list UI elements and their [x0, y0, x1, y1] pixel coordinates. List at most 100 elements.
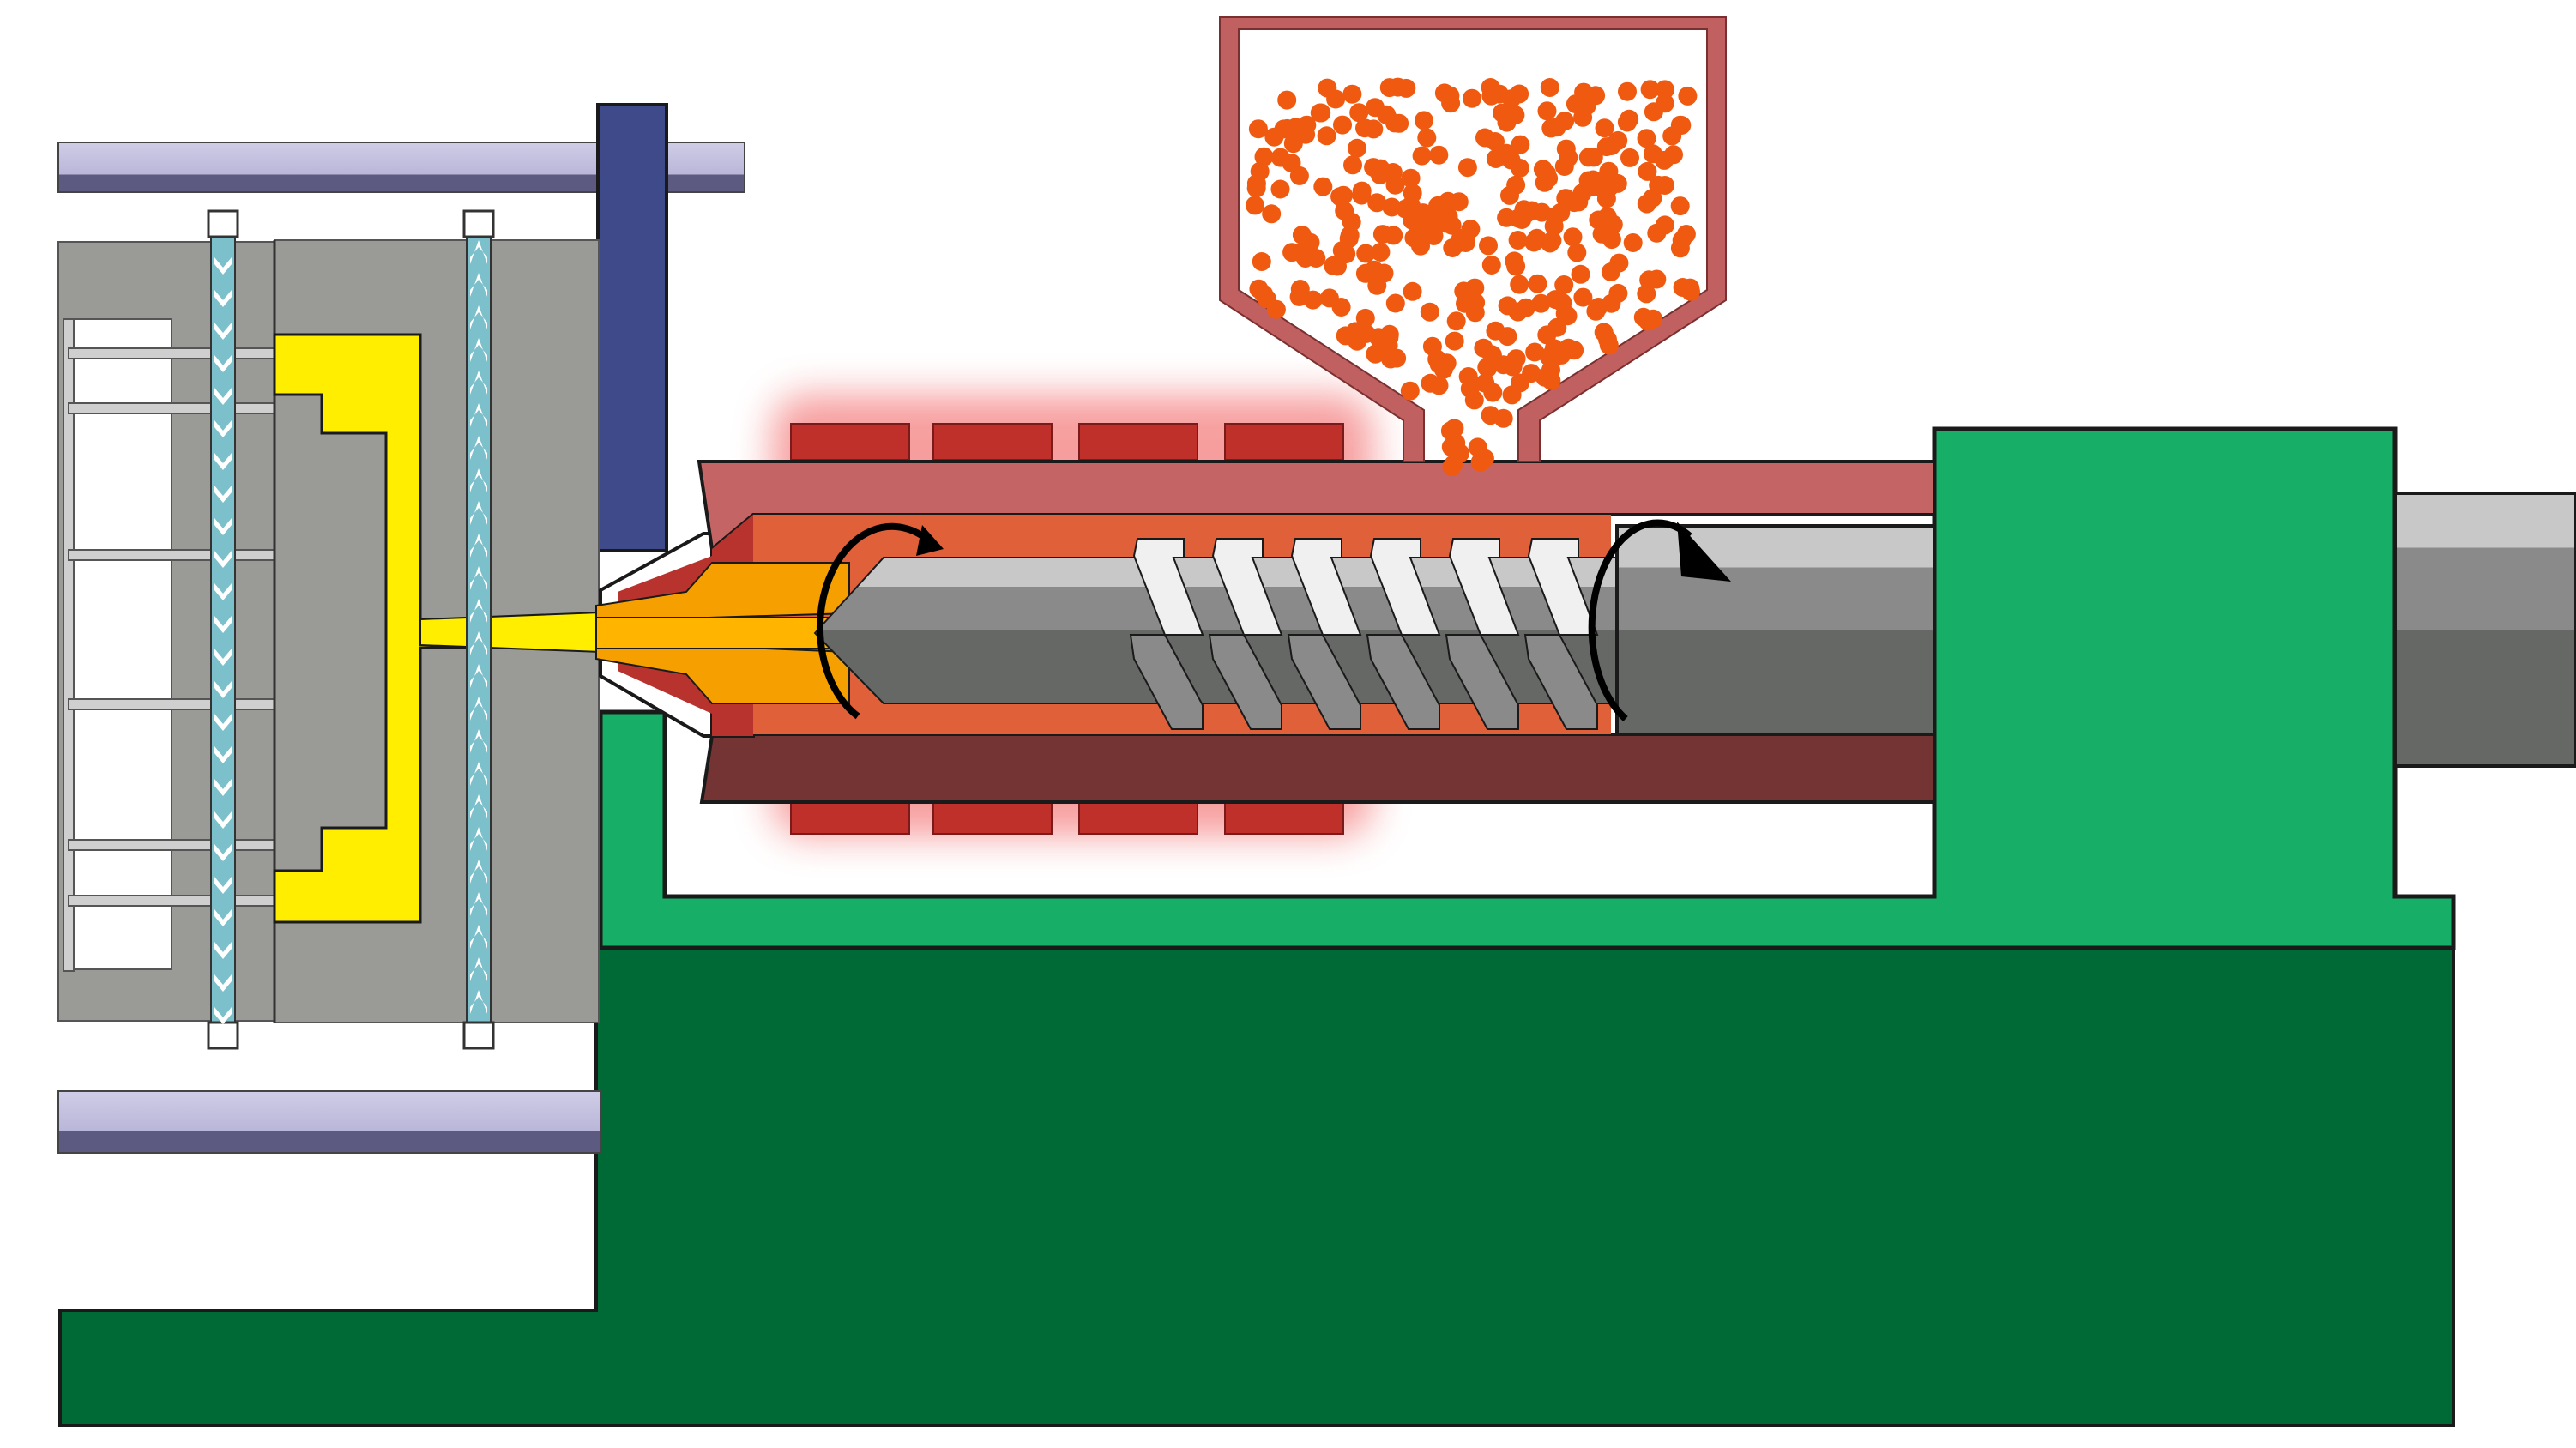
- plastic-pellet: [1390, 113, 1409, 133]
- channel-cap: [207, 1021, 239, 1050]
- plastic-pellet: [1277, 90, 1297, 110]
- injection-unit-carriage: [598, 426, 2456, 950]
- plastic-pellet: [1670, 115, 1690, 135]
- plastic-pellet: [1584, 148, 1603, 167]
- plastic-pellet: [1670, 196, 1690, 216]
- plastic-pellet: [1483, 383, 1503, 402]
- coolant-flow-arrow: [214, 388, 232, 405]
- plastic-pellet: [1537, 101, 1557, 121]
- screw-shank: [1615, 524, 1936, 736]
- plastic-pellet: [1292, 243, 1312, 262]
- plastic-pellet: [1510, 275, 1529, 294]
- plastic-pellet: [1445, 331, 1464, 351]
- stationary-platen: [596, 103, 668, 552]
- coolant-flow-arrow: [214, 323, 232, 340]
- coolant-flow-arrow: [214, 355, 232, 372]
- coolant-flow-arrow: [470, 338, 487, 362]
- coolant-flow-arrow: [470, 957, 487, 981]
- plastic-pellet: [1252, 252, 1271, 271]
- plastic-pellet: [1565, 193, 1584, 213]
- plastic-pellet: [1310, 103, 1330, 123]
- plastic-pellet: [1303, 290, 1323, 310]
- injection-unit: [595, 423, 2576, 835]
- plastic-pellet: [1283, 134, 1303, 154]
- plastic-pellet: [1510, 84, 1529, 104]
- hydraulic-drive: [2393, 492, 2576, 768]
- plastic-pellet: [1352, 185, 1372, 205]
- coolant-flow-arrow: [470, 501, 487, 525]
- coolant-flow-arrow: [214, 551, 232, 568]
- plastic-pellet: [1506, 175, 1526, 195]
- plastic-pellet: [1371, 243, 1391, 262]
- plastic-pellet: [1429, 145, 1449, 165]
- plastic-pellet: [1623, 233, 1643, 252]
- coolant-flow-arrow: [470, 371, 487, 395]
- sprue: [419, 611, 601, 654]
- plastic-pellet: [1541, 371, 1561, 390]
- plastic-pellet: [1318, 78, 1337, 98]
- plastic-pellet: [1670, 238, 1690, 258]
- plastic-pellet: [1277, 118, 1297, 138]
- plastic-pellet: [1478, 359, 1498, 378]
- plastic-pellet: [1372, 225, 1392, 244]
- plastic-pellet: [1609, 253, 1629, 273]
- coolant-flow-arrow: [470, 729, 487, 753]
- channel-cap: [462, 209, 495, 238]
- plastic-pellet: [1446, 311, 1466, 331]
- plastic-pellet: [1403, 281, 1422, 301]
- coolant-flow-arrow: [214, 877, 232, 894]
- coolant-flow-arrow: [214, 486, 232, 503]
- coolant-flow-arrow: [470, 990, 487, 1014]
- plastic-pellet: [1349, 103, 1369, 123]
- plastic-pellet: [1400, 381, 1420, 401]
- coolant-flow-arrow: [470, 892, 487, 916]
- plastic-pellet: [1246, 174, 1266, 193]
- screw-flights: [1129, 538, 1599, 730]
- plastic-pellet: [1313, 177, 1333, 196]
- screw-flight-upper: [1448, 538, 1520, 636]
- coolant-flow-arrow: [214, 453, 232, 470]
- plastic-pellet: [1433, 359, 1453, 379]
- rotation-arrows: [816, 519, 1731, 721]
- plastic-pellet: [1334, 185, 1354, 205]
- plastic-pellet: [1463, 88, 1481, 108]
- plastic-pellet: [1479, 236, 1498, 256]
- plastic-pellet: [1527, 228, 1547, 248]
- plastic-pellet: [1655, 215, 1674, 235]
- channel-cap: [462, 1021, 495, 1050]
- plastic-pellet: [1355, 263, 1375, 283]
- plastic-pellet: [1599, 335, 1619, 355]
- plastic-pellet: [1510, 159, 1529, 178]
- plastic-pellet: [1540, 78, 1559, 97]
- plastic-pellet: [1489, 84, 1509, 104]
- plastic-pellet: [1571, 264, 1590, 284]
- ejector-pin: [68, 839, 275, 851]
- coolant-flow-arrow: [470, 534, 487, 558]
- rotation-arrow-rear: [1588, 519, 1692, 721]
- plastic-pellet: [1385, 293, 1405, 313]
- plastic-pellet: [1270, 148, 1290, 167]
- plastic-pellet: [1266, 299, 1286, 319]
- plastic-pellet: [1415, 111, 1433, 130]
- plastic-pellet: [1374, 263, 1394, 283]
- plastic-pellet: [1547, 317, 1567, 337]
- heater-band: [932, 423, 1053, 461]
- plastic-pellet: [1317, 126, 1336, 146]
- coolant-flow-arrow: [214, 844, 232, 861]
- coolant-flow-arrow: [214, 681, 232, 698]
- plastic-pellet: [1440, 86, 1460, 106]
- plastic-pellet: [1356, 323, 1376, 343]
- plastic-pellet: [1449, 233, 1469, 253]
- plastic-pellet: [1339, 229, 1359, 249]
- plastic-pellet: [1554, 275, 1574, 294]
- coolant-flow-arrow: [214, 420, 232, 437]
- ejector-pin: [68, 347, 275, 359]
- plastic-pellet-falling: [1468, 437, 1487, 457]
- heater-band: [790, 423, 910, 461]
- plastic-pellet: [1602, 230, 1621, 250]
- coolant-flow-arrow: [214, 746, 232, 763]
- channel-cap: [207, 209, 239, 238]
- plastic-pellet: [1486, 149, 1505, 168]
- plastic-pellet: [1506, 256, 1526, 276]
